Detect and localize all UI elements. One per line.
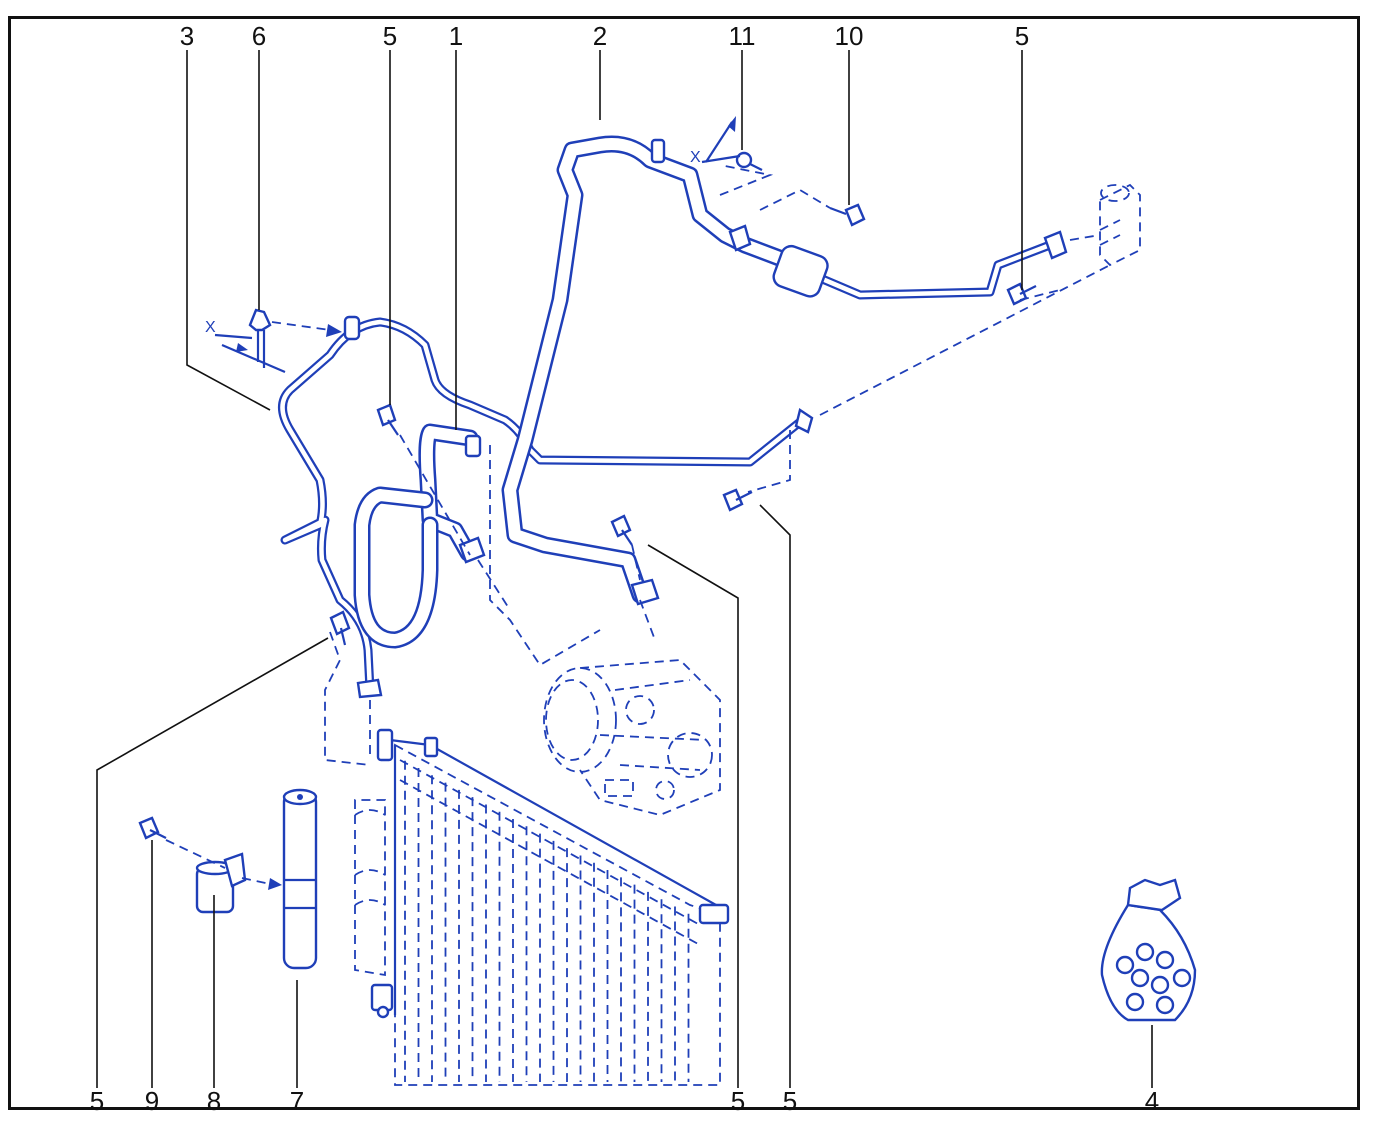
- expansion-valve: [1099, 183, 1141, 267]
- callout-top-3: 3: [180, 21, 194, 51]
- condenser: [354, 728, 730, 1086]
- callout-bottom-5b: 5: [731, 1086, 745, 1116]
- callout-top-11: 11: [729, 21, 756, 51]
- seal-kit-bag: [1100, 878, 1197, 1022]
- bolt-10: [829, 203, 866, 227]
- callout-bottom-5c: 5: [783, 1086, 797, 1116]
- callout-bottom-9: 9: [145, 1086, 159, 1116]
- hose-2: [501, 135, 1068, 606]
- callout-top-2: 2: [593, 21, 607, 51]
- callout-bottom-4: 4: [1145, 1086, 1159, 1116]
- callout-top-5a: 5: [383, 21, 397, 51]
- callout-bottom-7: 7: [290, 1086, 304, 1116]
- bracket-bolt: [138, 816, 167, 840]
- callout-bottom-8: 8: [207, 1086, 221, 1116]
- compressor: [543, 659, 721, 816]
- receiver-drier: [282, 788, 318, 970]
- hose-1: [353, 423, 486, 649]
- marker-x-left: X: [205, 319, 216, 336]
- callout-top-6: 6: [252, 21, 266, 51]
- callout-top-5b: 5: [1015, 21, 1029, 51]
- bolt-compressor: [610, 514, 633, 546]
- nut-11: [735, 151, 763, 171]
- bolt-left: [329, 610, 351, 646]
- bolt-mid-right: [722, 488, 753, 512]
- callout-top-10: 10: [835, 21, 864, 51]
- callout-bottom-5a: 5: [90, 1086, 104, 1116]
- pipe-3: [278, 315, 814, 699]
- callout-top-1: 1: [449, 21, 463, 51]
- marker-x-top: X: [690, 149, 701, 166]
- drier-bracket: [195, 852, 247, 914]
- bolt-top-center: [376, 403, 399, 436]
- leader-lines: [96, 50, 1153, 1088]
- clip-6: [248, 308, 272, 368]
